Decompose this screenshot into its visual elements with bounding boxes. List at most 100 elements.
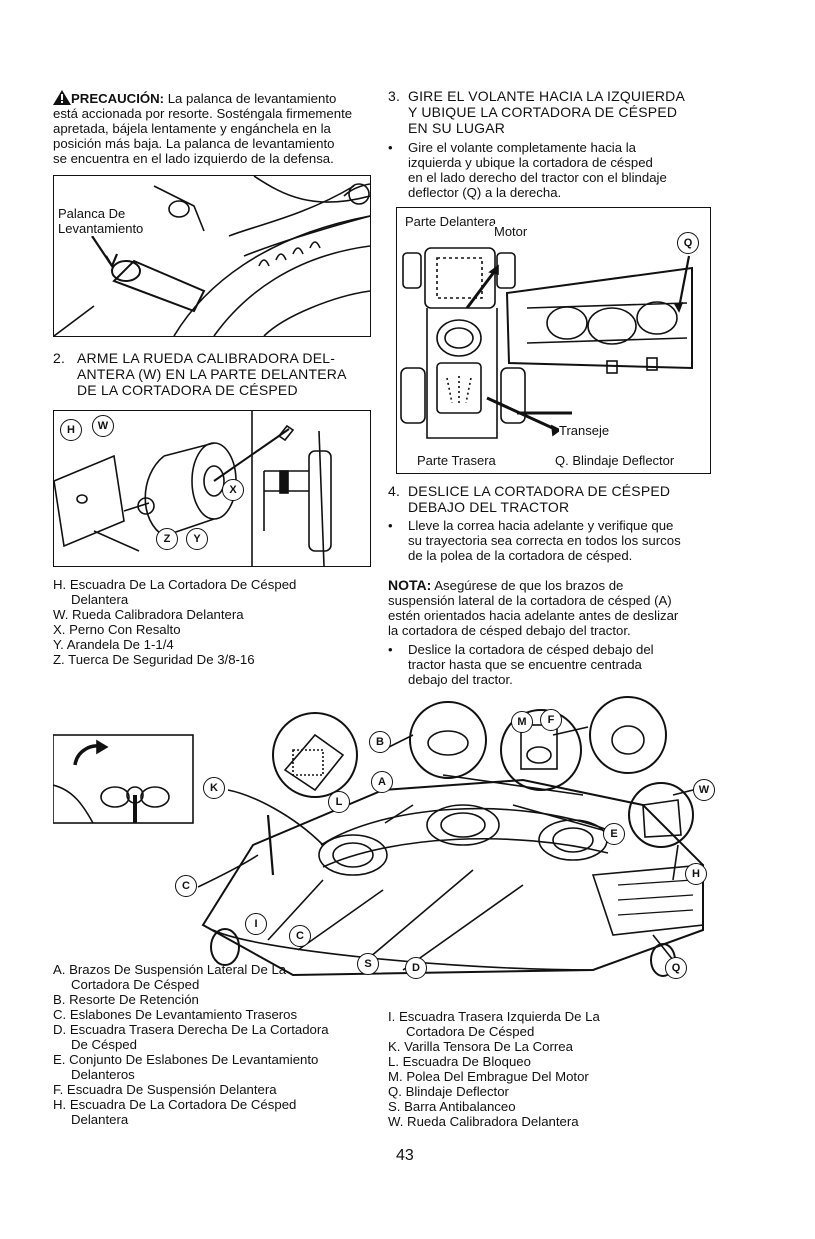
list-item: H. Escuadra De La Cortadora De Césped [53,1097,297,1112]
step-3-bullet-0: Gire el volante completamente hacia la [408,140,636,155]
step-3-heading: 3. GIRE EL VOLANTE HACIA LA IZQUIERDA Y U… [388,88,728,136]
callout-h: H [60,419,82,441]
step-3-bullet-3: deflector (Q) a la derecha. [408,185,562,200]
step-4-line-0: DESLICE LA CORTADORA DE CÉSPED [408,483,671,499]
callout-q: Q [677,232,699,254]
note-label: NOTA: [388,577,432,593]
step-3-number: 3. [388,88,401,104]
callout-c: C [175,875,197,897]
step-4-bullet2-1: tractor hasta que se encuentre centrada [408,657,642,672]
step-3-line-2: EN SU LUGAR [408,120,506,136]
step-3-bullet-2: en el lado derecho del tractor con el bl… [408,170,667,185]
callout-q: Q [665,957,687,979]
warning-triangle-icon [53,90,71,105]
callout-k: K [203,777,225,799]
step-3-line-1: Y UBIQUE LA CORTADORA DE CÉSPED [408,104,678,120]
list-item: F. Escuadra De Suspensión Delantera [53,1082,277,1097]
list-item: Q. Blindaje Deflector [388,1084,509,1099]
callout-x: X [222,479,244,501]
callout-d: D [405,957,427,979]
list-item-cont: Cortadora De Césped [71,977,200,992]
gauge-wheel-figure: H W X Z Y [53,410,371,567]
step-4-bullet2-0: Deslice la cortadora de césped debajo de… [408,642,654,657]
lift-lever-illustration [54,176,370,336]
step-2-line-0: ARME LA RUEDA CALIBRADORA DEL- [77,350,336,366]
lift-lever-label-line2: Levantamiento [58,221,144,236]
step-4-number: 4. [388,483,401,499]
motor-label: Motor [494,224,528,239]
list-item: I. Escuadra Trasera Izquierda De La [388,1009,600,1024]
list-item: K. Varilla Tensora De La Correa [388,1039,573,1054]
list-item: A. Brazos De Suspensión Lateral De La [53,962,287,977]
gauge-wheel-parts-list: H. Escuadra De La Cortadora De Césped De… [53,577,373,667]
step-4-bullet-0: Lleve la correa hacia adelante y verifiq… [408,518,674,533]
step-3-bullet-1: izquierda y ubique la cortadora de céspe… [408,155,653,170]
bullet-dot: • [388,518,393,533]
list-item: M. Polea Del Embrague Del Motor [388,1069,589,1084]
step-4-bullet-2: de la polea de la cortadora de césped. [408,548,633,563]
callout-w: W [693,779,715,801]
list-item: D. Escuadra Trasera Derecha De La Cortad… [53,1022,329,1037]
rear-label: Parte Trasera [417,453,496,468]
note-line-0: Asegúrese de que los brazos de [431,578,624,593]
list-item-cont: De Césped [71,1037,137,1052]
step-2-heading: 2.ARME LA RUEDA CALIBRADORA DEL- ANTERA … [53,350,383,398]
list-item: W. Rueda Calibradora Delantera [388,1114,579,1129]
list-item-cont: Delantera [71,592,129,607]
list-item: Y. Arandela De 1-1/4 [53,637,174,652]
caution-line-3: posición más baja. La palanca de levanta… [53,136,335,151]
gauge-wheel-illustration [54,411,332,566]
step-4-bullet: • Lleve la correa hacia adelante y verifi… [388,518,718,563]
list-item: W. Rueda Calibradora Delantera [53,607,244,622]
callout-s: S [357,953,379,975]
callout-f: F [540,709,562,731]
page-number: 43 [396,1147,414,1164]
list-item: X. Perno Con Resalto [53,622,181,637]
callout-w: W [92,415,114,437]
deck-parts-list-left: A. Brazos De Suspensión Lateral De La Co… [53,962,373,1127]
front-label: Parte Delantera [405,214,497,229]
list-item-cont: Delantera [71,1112,129,1127]
deck-parts-list-right: I. Escuadra Trasera Izquierda De La Cort… [388,1009,708,1129]
callout-a: A [371,771,393,793]
list-item: S. Barra Antibalanceo [388,1099,516,1114]
callout-h: H [685,863,707,885]
list-item: Z. Tuerca De Seguridad De 3/8-16 [53,652,255,667]
note-block: NOTA: Asegúrese de que los brazos de sus… [388,577,718,639]
step-2-number: 2. [53,350,66,366]
step-3-line-0: GIRE EL VOLANTE HACIA LA IZQUIERDA [408,88,686,104]
bullet-dot: • [388,140,393,155]
step-4-bullet-2: •Deslice la cortadora de césped debajo d… [388,642,718,687]
step-4-bullet-1: su trayectoria sea correcta en todos los… [408,533,681,548]
step-4-bullet2-2: debajo del tractor. [408,672,513,687]
q-legend-label: Q. Blindaje Deflector [555,453,675,468]
list-item-cont: Delanteros [71,1067,135,1082]
mower-deck-figure: B M F L A W K E C H I C S D Q [53,695,715,995]
callout-i: I [245,913,267,935]
list-item-cont: Cortadora De Césped [406,1024,535,1039]
list-item: E. Conjunto De Eslabones De Levantamient… [53,1052,319,1067]
caution-line-2: apretada, bájela lentamente y engánchela… [53,121,331,136]
list-item: B. Resorte De Retención [53,992,199,1007]
callout-c-2: C [289,925,311,947]
callout-b: B [369,731,391,753]
caution-line-1: está accionada por resorte. Sosténgala f… [53,106,353,121]
transeje-label: Transeje [559,423,610,438]
step-4-line-1: DEBAJO DEL TRACTOR [408,499,570,515]
step-4-heading: 4. DESLICE LA CORTADORA DE CÉSPED DEBAJO … [388,483,728,515]
callout-y: Y [186,528,208,550]
step-3-bullet: •Gire el volante completamente hacia la … [388,140,718,200]
note-line-3: la cortadora de césped debajo del tracto… [388,623,631,638]
list-item: H. Escuadra De La Cortadora De Césped [53,577,297,592]
caution-block: PRECAUCIÓN: La palanca de levantamiento … [53,90,373,166]
caution-title: PRECAUCIÓN: [71,91,165,106]
list-item: C. Eslabones De Levantamiento Traseros [53,1007,298,1022]
caution-line-0: La palanca de levantamiento [167,91,337,106]
callout-e: E [603,823,625,845]
lift-lever-figure: Palanca De Levantamiento [53,175,371,337]
note-line-2: estén orientados hacia adelante antes de… [388,608,679,623]
tractor-top-view-illustration [400,247,693,439]
list-item: L. Escuadra De Bloqueo [388,1054,531,1069]
step-2-line-2: DE LA CORTADORA DE CÉSPED [77,382,298,398]
callout-l: L [328,791,350,813]
